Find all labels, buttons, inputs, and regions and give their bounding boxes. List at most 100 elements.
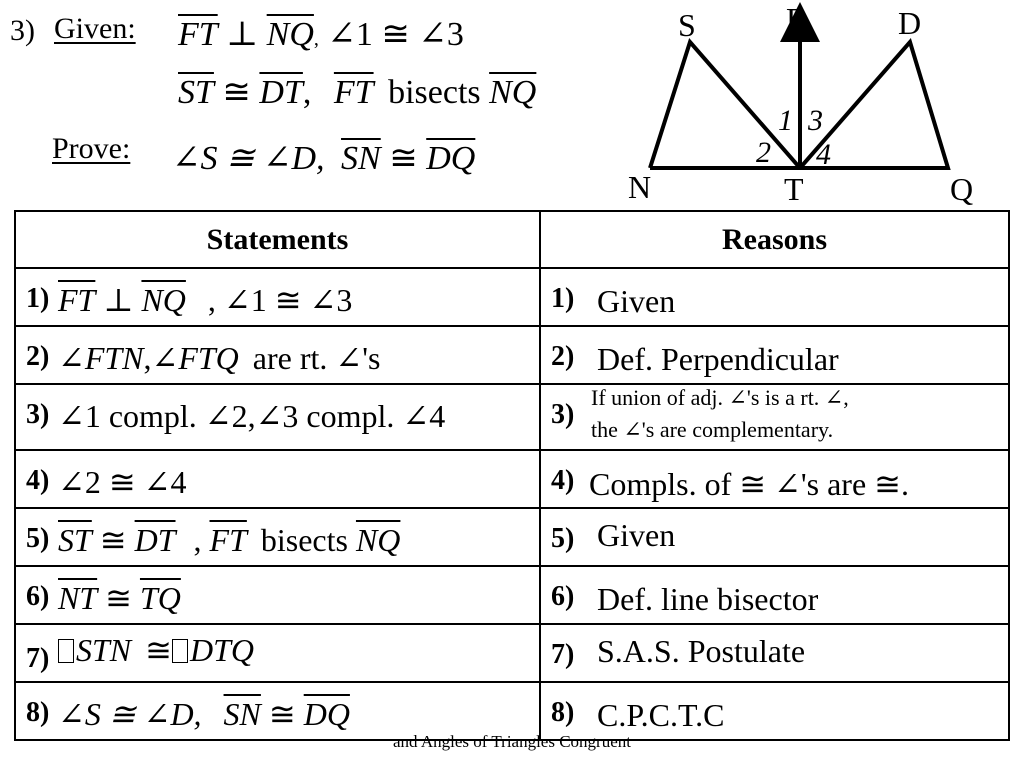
table-row: 2) ∠FTN,∠FTQ are rt. ∠'s 2) Def. Perpend…: [14, 325, 1010, 385]
statement-number: 8): [26, 697, 50, 728]
given-line-2: ST ≅ DT, FT bisects NQ: [178, 72, 536, 112]
reason-line-1: If union of adj. ∠'s is a rt. ∠,: [591, 385, 849, 410]
angle-congruence: ∠S ≅ ∠D,: [172, 140, 325, 177]
statement-text: ∠S ≅ ∠D, SN ≅ DQ: [58, 695, 350, 733]
statement-text: ∠1 compl. ∠2,∠3 compl. ∠4: [58, 398, 446, 434]
triangle-icon: [171, 639, 188, 663]
reason-number: 8): [551, 697, 575, 728]
label-s: S: [678, 7, 696, 43]
table-row: 6) NT ≅ TQ 6) Def. line bisector: [14, 565, 1010, 625]
cong-symbol: ≅: [268, 696, 296, 732]
statement-cell: 6) NT ≅ TQ: [14, 565, 541, 625]
reasons-header: Reasons: [539, 210, 1010, 269]
reason-number: 6): [551, 581, 575, 612]
cong-symbol: ≅: [145, 632, 172, 668]
segment-ft: FT: [333, 74, 374, 111]
triangle-stn: STN: [76, 632, 132, 668]
comma: ,: [302, 74, 312, 111]
statement-number: 3): [26, 399, 50, 430]
given-label: Given:: [54, 12, 136, 45]
statement-cell: 7) STN ≅ DTQ: [14, 623, 541, 683]
statement-cell: 3) ∠1 compl. ∠2,∠3 compl. ∠4: [14, 383, 541, 451]
table-row: 7) STN ≅ DTQ 7) S.A.S. Postulate: [14, 623, 1010, 683]
segment-nt: NT: [58, 580, 98, 616]
segment-tq: TQ: [139, 580, 181, 616]
footer-caption: and Angles of Triangles Congruent: [393, 732, 631, 751]
reason-number: 4): [551, 465, 575, 496]
statement-cell: 5) ST ≅ DT , FT bisects NQ: [14, 507, 541, 567]
cong-symbol: ≅: [389, 140, 418, 177]
label-q: Q: [950, 171, 973, 207]
statements-header: Statements: [14, 210, 541, 269]
reason-cell: 1) Given: [539, 267, 1010, 327]
reason-text: Given: [597, 517, 676, 553]
statement-number: 6): [26, 581, 50, 612]
table-row: 1) FT ⊥ NQ , ∠1 ≅ ∠3 1) Given: [14, 267, 1010, 327]
angle-congruence: , ∠1 ≅ ∠3: [207, 282, 353, 318]
triangle-dtq: DTQ: [189, 632, 254, 668]
statement-text: ∠2 ≅ ∠4: [58, 464, 187, 500]
statement-number: 4): [26, 465, 50, 496]
label-f: F: [786, 1, 804, 37]
reason-text: Def. line bisector: [597, 581, 819, 617]
proof-table: Statements Reasons 1) FT ⊥ NQ , ∠1 ≅ ∠3 …: [14, 210, 1010, 741]
cong-symbol: ≅: [105, 580, 132, 616]
angle-congruence: ∠S ≅ ∠D,: [58, 696, 202, 732]
reason-cell: 3) If union of adj. ∠'s is a rt. ∠, the …: [539, 383, 1010, 451]
bisects-word: bisects: [260, 522, 348, 558]
statement-text: STN ≅ DTQ: [58, 631, 254, 669]
segment-sn: SN: [223, 696, 261, 732]
angle-label-3: 3: [807, 104, 823, 137]
table-row: 3) ∠1 compl. ∠2,∠3 compl. ∠4 3) If union…: [14, 383, 1010, 451]
angle-label-1: 1: [778, 104, 793, 137]
reason-text: S.A.S. Postulate: [597, 633, 806, 669]
cong-symbol: ≅: [222, 74, 251, 111]
segment-st: ST: [178, 74, 214, 111]
statement-text: NT ≅ TQ: [58, 579, 181, 617]
problem-number: 3): [10, 14, 35, 47]
reason-text: Given: [597, 283, 676, 319]
table-row: 4) ∠2 ≅ ∠4 4) Compls. of ≅ ∠'s are ≅.: [14, 449, 1010, 509]
segment-nq: NQ: [141, 282, 186, 318]
reason-line-2: the ∠'s are complementary.: [591, 417, 834, 442]
angle-label-2: 2: [756, 136, 771, 169]
angle-symbol: ∠: [58, 340, 85, 376]
angle-label-4: 4: [816, 138, 831, 171]
statement-cell: 1) FT ⊥ NQ , ∠1 ≅ ∠3: [14, 267, 541, 327]
statement-number: 7): [26, 643, 50, 674]
statement-cell: 4) ∠2 ≅ ∠4: [14, 449, 541, 509]
statement-number: 2): [26, 341, 50, 372]
segment-dq: DQ: [303, 696, 350, 732]
bisects-word: bisects: [388, 74, 481, 111]
perp-symbol: ⊥: [226, 16, 259, 53]
statement-number: 5): [26, 523, 50, 554]
segment-dt: DT: [134, 522, 176, 558]
reason-cell: 4) Compls. of ≅ ∠'s are ≅.: [539, 449, 1010, 509]
given-line-1: FT ⊥ NQ, ∠1 ≅ ∠3: [178, 14, 464, 54]
perp-symbol: ⊥: [103, 282, 134, 318]
reason-cell: 7) S.A.S. Postulate: [539, 623, 1010, 683]
reason-text: If union of adj. ∠'s is a rt. ∠, the ∠'s…: [591, 385, 971, 443]
label-d: D: [898, 5, 921, 41]
reason-number: 3): [551, 399, 575, 430]
segment-ft: FT: [178, 16, 218, 53]
reason-cell: 5) Given: [539, 507, 1010, 567]
segment-dt: DT: [259, 74, 303, 111]
label-t: T: [784, 171, 804, 207]
reason-text: Def. Perpendicular: [597, 341, 839, 377]
table-row: 5) ST ≅ DT , FT bisects NQ 5) Given: [14, 507, 1010, 567]
cong-symbol: ≅: [99, 522, 127, 558]
reason-cell: 6) Def. line bisector: [539, 565, 1010, 625]
segment-ft: FT: [58, 282, 96, 318]
reason-number: 2): [551, 341, 575, 372]
comma: ,: [193, 522, 202, 558]
reason-number: 7): [551, 639, 575, 670]
prove-label: Prove:: [52, 132, 131, 165]
triangle-stn: [648, 38, 805, 170]
right-angles-text: are rt. ∠'s: [244, 340, 381, 376]
table-header-row: Statements Reasons: [14, 210, 1010, 269]
angle-congruence: ∠1 ≅ ∠3: [327, 16, 464, 53]
statement-cell: 2) ∠FTN,∠FTQ are rt. ∠'s: [14, 325, 541, 385]
angle-symbol: ,∠: [143, 340, 179, 376]
triangle-dtq: [798, 37, 951, 170]
